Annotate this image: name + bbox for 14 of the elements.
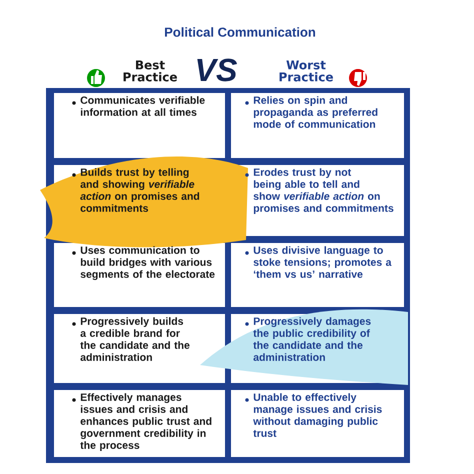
- cell-text: Unable to effectively manage issues and crisis without damaging public trust: [245, 393, 382, 437]
- cell-text: Builds trust by telling and showing verifiable action on promises and commitments: [72, 168, 200, 212]
- cell-text: Erodes trust by not being able to tell and show verifiable action on promises and commitments: [245, 168, 394, 214]
- column-heading: Worst Practice: [280, 60, 333, 82]
- cell-text: Uses divisive language to stoke tensions; promotes a ‘them vs us’ narrative: [245, 246, 392, 278]
- vs-text: VS: [197, 58, 238, 82]
- cell-text: Effectively manages issues and crisis and enhances public trust and government credibility in the process: [72, 393, 212, 451]
- title: Political Communication: [165, 27, 316, 37]
- cell-text: Uses communication to build bridges with various segments of the electorate: [72, 246, 215, 280]
- cell-text: Relies on spin and propaganda as preferred mode of communication: [245, 96, 378, 128]
- cell-text: Communicates verifiable information at all times: [72, 96, 205, 116]
- column-heading: Best Practice: [124, 60, 177, 82]
- cell-text: Progressively damages the public credibility of the candidate and the administration: [245, 317, 371, 361]
- cell-text: Progressively builds a credible brand for the candidate and the administration: [72, 317, 190, 361]
